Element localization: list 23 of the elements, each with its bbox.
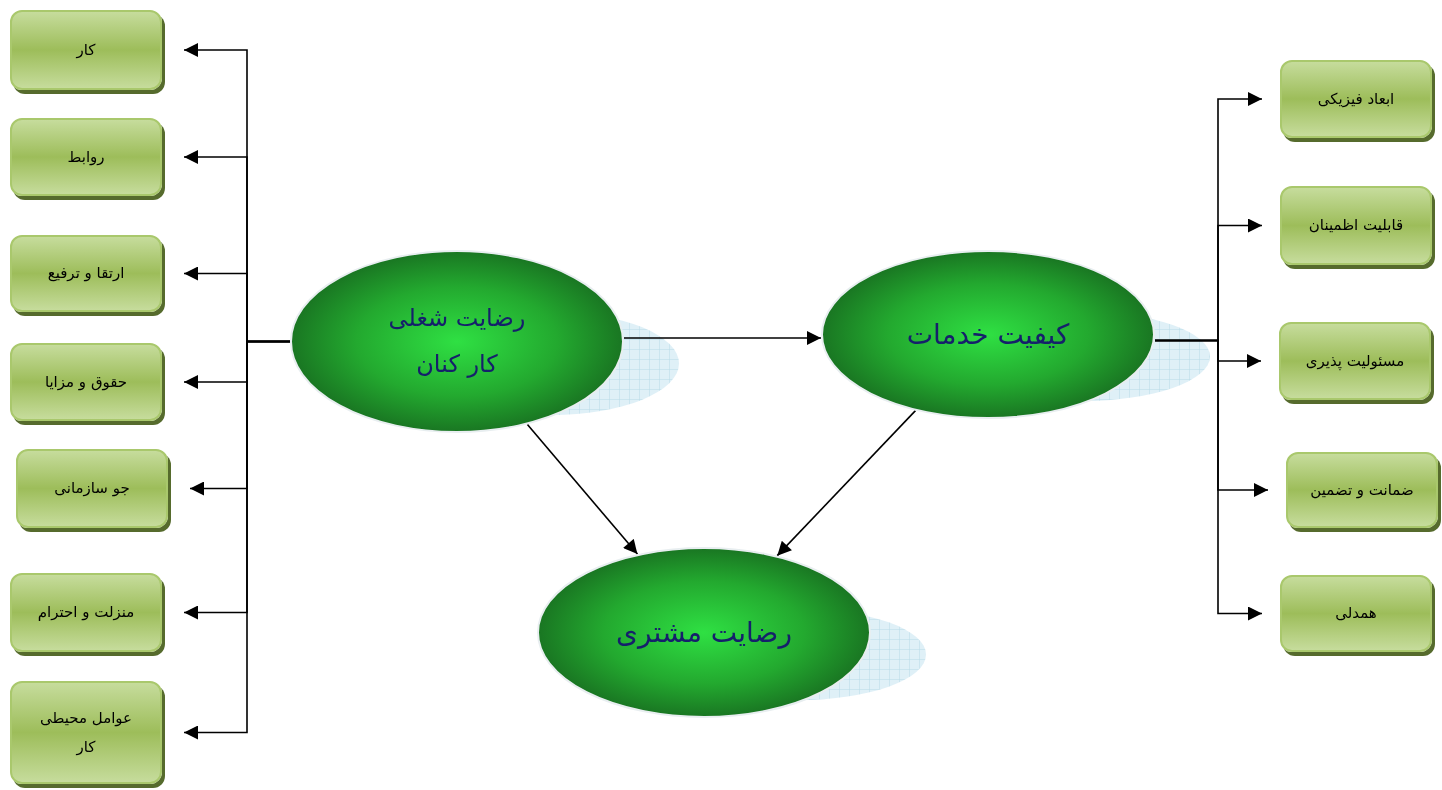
node-label: ارتقا و ترفیع (47, 263, 125, 285)
node-label: رضایت مشتری (615, 614, 793, 651)
arrow (183, 340, 291, 740)
node-label: کار (76, 39, 96, 61)
node-label: عوامل محیطی کار (38, 708, 134, 758)
node-label: روابط (67, 146, 105, 168)
node-label: حقوق و مزایا (44, 371, 128, 393)
node-label: قابلیت اظمینان (1308, 215, 1404, 237)
node-label: جو سازمانی (54, 478, 130, 500)
ellipse-node (290, 250, 624, 433)
ellipse-node (821, 250, 1155, 419)
node-label: کیفیت خدمات (905, 316, 1071, 353)
node-label: ابعاد فیزیکی (1317, 88, 1395, 110)
node-label: مسئولیت پذیری (1305, 350, 1405, 372)
ellipse-node (537, 547, 871, 718)
arrow (623, 331, 822, 345)
node-label: رضایت شغلی کار کنان (387, 302, 527, 380)
arrow (526, 423, 639, 555)
arrow (1154, 339, 1263, 621)
node-label: همدلی (1335, 603, 1377, 625)
node-label: ضمانت و تضمین (1310, 479, 1414, 501)
node-label: منزلت و احترام (37, 602, 135, 624)
arrow (776, 409, 917, 557)
